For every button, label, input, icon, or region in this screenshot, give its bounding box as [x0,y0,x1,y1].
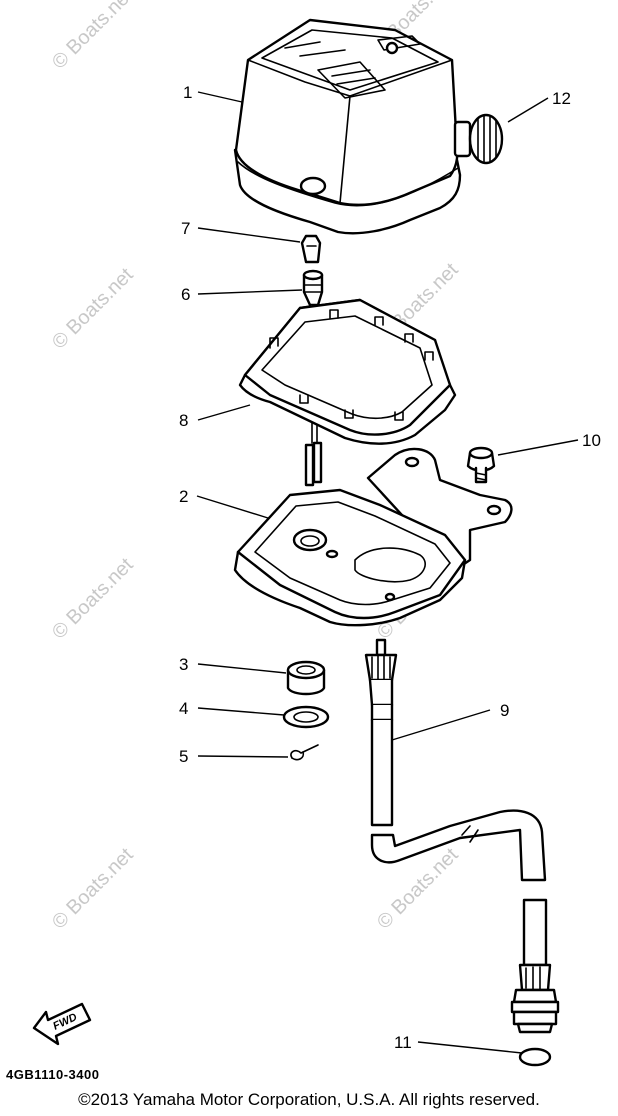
meter-assembly [233,18,462,235]
watermark: © Boats.net [48,844,138,934]
callout-5: 5 [179,747,188,766]
drawing-code: 4GB1110-3400 [6,1067,99,1082]
washer [282,705,330,729]
callout-10: 10 [582,431,601,450]
callout-3: 3 [179,655,188,674]
forward-arrow-icon: FWD [32,1002,92,1046]
callout-11: 11 [394,1033,412,1052]
bulb [300,234,322,264]
callout-12: 12 [552,89,571,108]
callout-7: 7 [181,219,190,238]
gasket-ring [238,298,457,445]
callout-9: 9 [500,701,509,720]
watermark: © Boats.net [48,554,138,644]
leader-lines [196,91,579,1054]
callout-6: 6 [181,285,190,304]
o-ring [518,1047,552,1067]
copyright-notice: ©2013 Yamaha Motor Corporation, U.S.A. A… [78,1090,540,1109]
watermark: © Boats.net [48,0,138,74]
wire-clip [290,744,319,761]
callout-4: 4 [179,699,188,718]
reset-knob [453,113,504,165]
meter-cable [364,638,560,1034]
grommet [286,660,326,696]
screw [466,446,496,484]
meter-case-bracket [233,447,513,627]
callout-1: 1 [183,83,192,102]
watermark: © Boats.net [48,264,138,354]
callout-8: 8 [179,411,188,430]
callout-2: 2 [179,487,188,506]
callout-labels: 1 2 3 4 5 6 7 8 9 10 11 12 [179,83,601,1052]
